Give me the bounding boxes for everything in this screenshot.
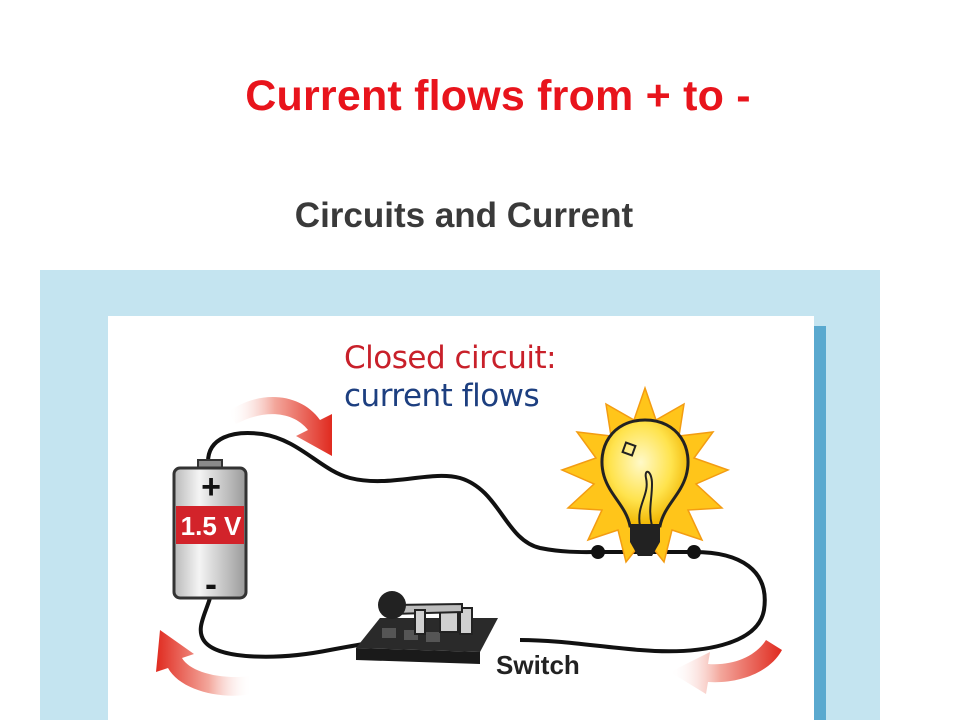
switch-label: Switch <box>496 650 580 680</box>
current-arrow-icon <box>228 397 332 456</box>
slide-title: Current flows from + to - <box>245 72 751 120</box>
circuit-wire-right <box>519 550 767 654</box>
battery-positive-label: + <box>201 468 221 506</box>
current-arrow-icon <box>156 630 252 696</box>
circuit-wire <box>206 431 599 555</box>
circuit-wire-left <box>198 597 373 659</box>
battery-voltage-label: 1.5 V <box>180 511 242 541</box>
light-bulb-icon <box>559 385 731 564</box>
current-caption: current flows <box>344 378 540 414</box>
wire-node <box>591 545 605 559</box>
battery-negative-label: - <box>205 563 217 604</box>
battery-icon <box>172 459 248 600</box>
figure-title: Circuits and Current <box>294 196 634 235</box>
circuit-state-caption: Closed circuit: <box>344 340 557 376</box>
switch-icon <box>356 591 498 664</box>
wire-node <box>687 545 701 559</box>
current-arrow-icon <box>670 640 782 694</box>
